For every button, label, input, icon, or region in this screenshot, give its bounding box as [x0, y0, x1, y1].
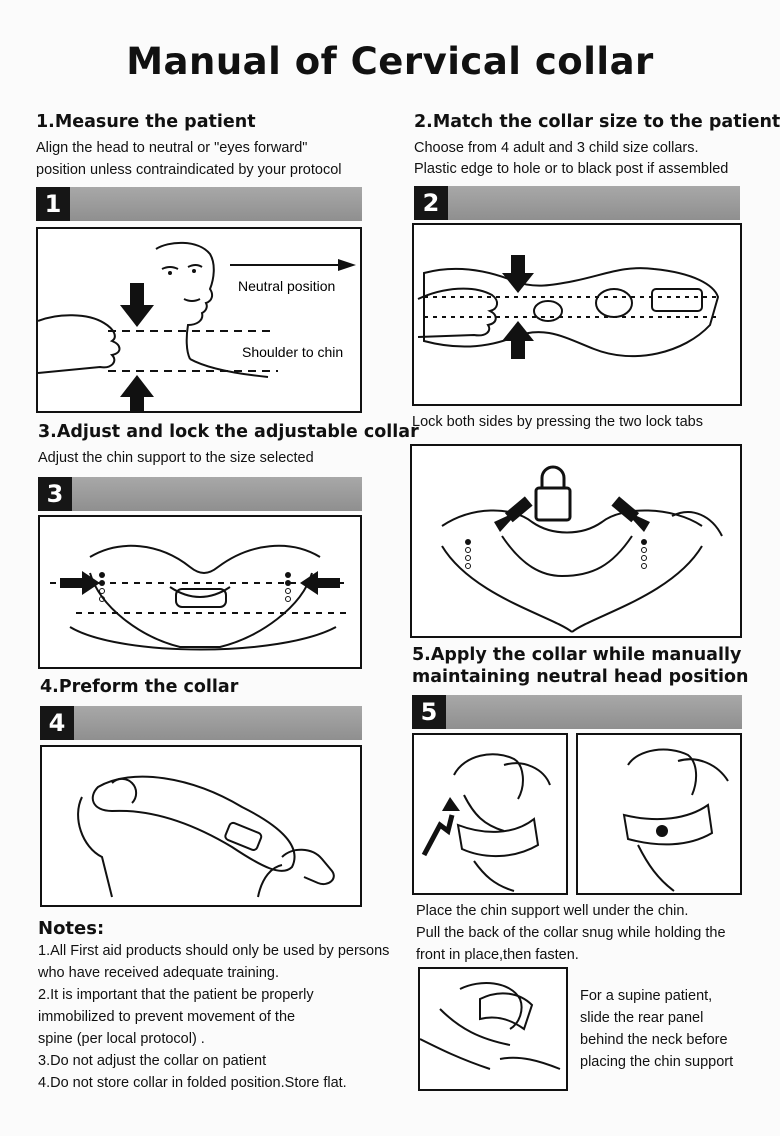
- note-line-4: immobilized to prevent movement of the: [38, 1009, 296, 1025]
- step5-line-2: Pull the back of the collar snug while h…: [416, 925, 726, 941]
- step5-heading-2: maintaining neutral head position: [412, 667, 749, 687]
- step4-illustration: [40, 745, 362, 907]
- step5-illustration-a: [412, 733, 568, 895]
- note-line-1: 1.All First aid products should only be …: [38, 943, 390, 959]
- step1-heading: 1.Measure the patient: [36, 112, 256, 132]
- step5-bar: 5: [412, 695, 742, 729]
- step5-line-1: Place the chin support well under the ch…: [416, 903, 689, 919]
- step2-number: 2: [414, 186, 448, 220]
- adjust-collar-illustration: [50, 544, 350, 651]
- step2-heading: 2.Match the collar size to the patient: [414, 112, 780, 132]
- supine-line-2: slide the rear panel: [580, 1010, 704, 1026]
- step1-illustration: Neutral position Shoulder to chin: [36, 227, 362, 413]
- step3-number: 3: [38, 477, 72, 511]
- note-line-2: who have received adequate training.: [38, 965, 280, 981]
- note-line-5: spine (per local protocol) .: [38, 1031, 205, 1047]
- step2-illustration: [412, 223, 742, 406]
- step3-illustration: [38, 515, 362, 669]
- step5-illustration-b: [576, 733, 742, 895]
- step5-heading-1: 5.Apply the collar while manually: [412, 645, 742, 665]
- lock-illustration: [410, 444, 742, 638]
- supine-illustration: [418, 967, 568, 1091]
- apply-collar-front-illustration: [421, 753, 551, 892]
- supine-line-3: behind the neck before: [580, 1032, 728, 1048]
- supine-line-1: For a supine patient,: [580, 988, 713, 1004]
- supine-line-4: placing the chin support: [580, 1054, 734, 1070]
- step2-bar: 2: [414, 186, 740, 220]
- match-size-illustration: [417, 255, 720, 359]
- step4-number: 4: [40, 706, 74, 740]
- shoulder-to-chin-label: Shoulder to chin: [242, 344, 343, 360]
- lock-tabs-text: Lock both sides by pressing the two lock…: [412, 414, 703, 430]
- supine-patient-illustration: [420, 982, 561, 1070]
- apply-collar-side-illustration: [622, 748, 729, 892]
- note-line-6: 3.Do not adjust the collar on patient: [38, 1053, 267, 1069]
- step1-line-1: Align the head to neutral or "eyes forwa…: [36, 140, 308, 156]
- lock-tabs-illustration: [441, 465, 723, 633]
- step4-heading: 4.Preform the collar: [40, 677, 239, 697]
- step1-number: 1: [36, 187, 70, 221]
- step5-number: 5: [412, 695, 446, 729]
- note-line-3: 2.It is important that the patient be pr…: [38, 987, 314, 1003]
- step5-line-3: front in place,then fasten.: [416, 947, 579, 963]
- page-title: Manual of Cervical collar: [126, 40, 654, 83]
- neutral-position-label: Neutral position: [238, 278, 335, 294]
- step2-line-1: Choose from 4 adult and 3 child size col…: [414, 140, 699, 156]
- step1-bar: 1: [36, 187, 362, 221]
- preform-collar-illustration: [77, 775, 335, 898]
- step3-line-1: Adjust the chin support to the size sele…: [38, 450, 314, 466]
- step1-line-2: position unless contraindicated by your …: [36, 162, 342, 178]
- step3-heading: 3.Adjust and lock the adjustable collar: [38, 422, 419, 442]
- step3-bar: 3: [38, 477, 362, 511]
- measure-illustration: Neutral position Shoulder to chin: [38, 241, 356, 411]
- step4-bar: 4: [40, 706, 362, 740]
- note-line-7: 4.Do not store collar in folded position…: [38, 1075, 347, 1091]
- step2-line-2: Plastic edge to hole or to black post if…: [414, 161, 729, 177]
- notes-heading: Notes:: [38, 918, 105, 939]
